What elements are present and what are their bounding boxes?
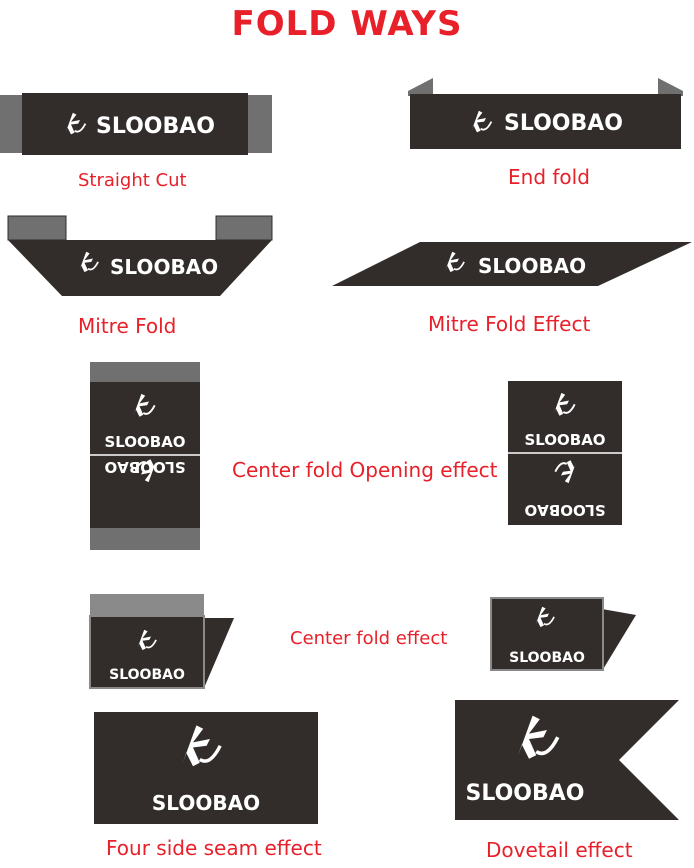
brand-text: SLOOBAO	[509, 650, 585, 666]
dragon-logo-icon	[518, 715, 560, 759]
caption-center-fold-opening: Center fold Opening effect	[232, 458, 498, 482]
center-fold-opening-label-left: SLOOBAO SLOOBAO	[90, 362, 200, 550]
caption-center-fold: Center fold effect	[290, 628, 448, 649]
dragon-logo-icon	[554, 460, 577, 484]
dovetail-label: SLOOBAO	[455, 700, 679, 820]
dragon-logo-icon	[535, 606, 555, 628]
center-fold-label-left: SLOOBAO	[89, 594, 234, 689]
page-title: FOLD WAYS	[231, 4, 463, 44]
four-side-seam-label: SLOOBAO	[94, 712, 318, 824]
brand-text: SLOOBAO	[109, 667, 185, 683]
mitre-fold-label: SLOOBAO	[7, 215, 273, 296]
brand-text: SLOOBAO	[104, 458, 185, 476]
dragon-logo-icon	[134, 459, 157, 483]
brand-text: SLOOBAO	[478, 254, 586, 278]
caption-four-side-seam: Four side seam effect	[106, 836, 322, 860]
brand-text: SLOOBAO	[110, 255, 218, 279]
dragon-logo-icon	[471, 110, 493, 133]
dragon-logo-icon	[79, 251, 99, 273]
brand-text: SLOOBAO	[504, 111, 623, 136]
caption-straight-cut: Straight Cut	[78, 170, 187, 191]
caption-mitre-fold: Mitre Fold	[78, 314, 177, 338]
dragon-logo-icon	[137, 629, 157, 651]
caption-mitre-fold-effect: Mitre Fold Effect	[428, 312, 591, 336]
end-fold-label: SLOOBAO	[408, 78, 683, 149]
center-fold-label-right: SLOOBAO	[490, 597, 636, 671]
brand-text: SLOOBAO	[524, 501, 605, 519]
dragon-logo-icon	[553, 392, 576, 416]
center-fold-opening-label-right: SLOOBAO SLOOBAO	[508, 381, 622, 525]
brand-text: SLOOBAO	[96, 114, 215, 139]
caption-dovetail: Dovetail effect	[486, 838, 633, 862]
brand-text: SLOOBAO	[104, 433, 185, 451]
caption-end-fold: End fold	[508, 165, 590, 189]
mitre-fold-effect-label: SLOOBAO	[332, 242, 692, 286]
brand-text: SLOOBAO	[524, 431, 605, 449]
dragon-logo-icon	[133, 393, 156, 417]
straight-cut-label: SLOOBAO	[0, 93, 272, 155]
brand-text: SLOOBAO	[466, 781, 585, 806]
dragon-logo-icon	[445, 251, 465, 273]
dragon-logo-icon	[182, 725, 222, 767]
brand-text: SLOOBAO	[152, 791, 260, 815]
dragon-logo-icon	[65, 112, 87, 135]
